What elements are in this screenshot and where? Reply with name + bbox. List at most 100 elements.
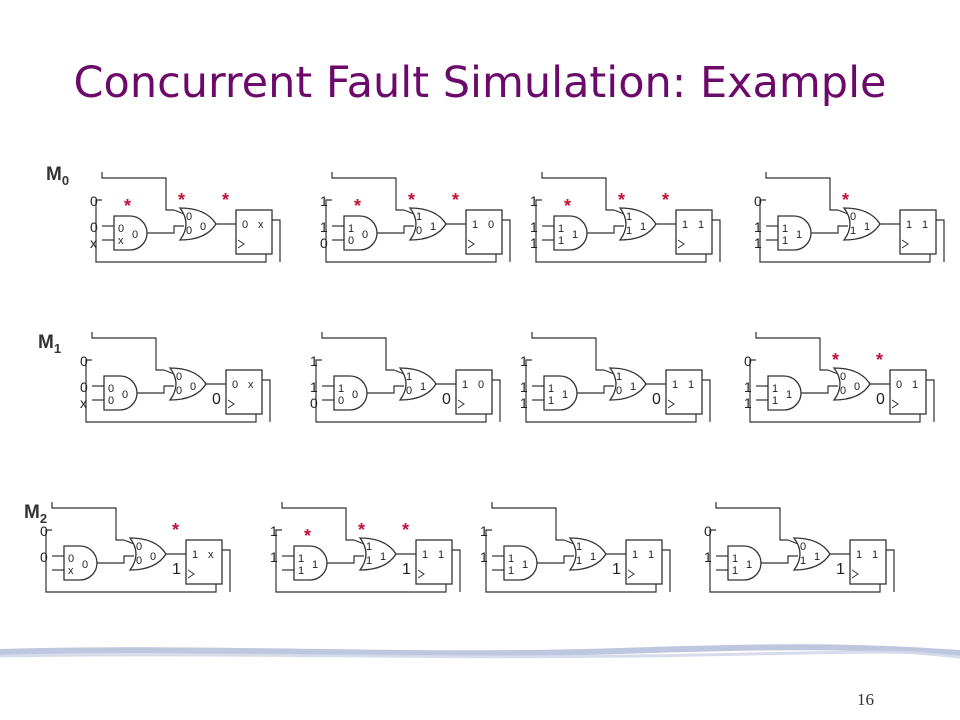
and-input-value: 1 bbox=[298, 553, 304, 565]
or-input-wire bbox=[603, 369, 615, 375]
or-gate bbox=[358, 537, 397, 571]
or-top-input-wire bbox=[91, 332, 164, 371]
fault-marker-icon: * bbox=[564, 196, 571, 216]
flip-flop bbox=[455, 369, 493, 415]
flip-flop-value: 1 bbox=[688, 379, 694, 391]
or-input-value: 1 bbox=[416, 211, 422, 223]
primary-input-value: 1 bbox=[704, 549, 712, 565]
flip-flop bbox=[185, 539, 223, 585]
machine-label: M0 bbox=[46, 164, 69, 188]
fault-marker-icon: * bbox=[124, 196, 131, 216]
ff-output-wire bbox=[702, 379, 711, 422]
clock-marker-icon bbox=[467, 239, 475, 249]
fault-marker-icon: * bbox=[662, 190, 669, 210]
clock-marker-icon bbox=[667, 399, 675, 409]
and-gate bbox=[727, 545, 762, 581]
machine-label-subscript: 2 bbox=[40, 511, 47, 526]
or-gate bbox=[408, 207, 447, 241]
or-top-input-wire bbox=[281, 502, 354, 541]
flip-flop-value: 0 bbox=[232, 379, 238, 391]
and-gate bbox=[777, 215, 812, 251]
or-top-input-wire bbox=[331, 172, 404, 211]
flip-flop bbox=[625, 539, 663, 585]
primary-input-value: 1 bbox=[744, 395, 752, 411]
or-top-input-wire bbox=[321, 332, 394, 371]
and-to-or-wire bbox=[537, 555, 574, 564]
flip-flop-value: 1 bbox=[462, 379, 468, 391]
and-output-value: 1 bbox=[312, 559, 318, 571]
or-gate bbox=[168, 367, 207, 401]
or-gate bbox=[568, 537, 607, 571]
and-input-value: 1 bbox=[548, 383, 554, 395]
flip-flop-value: 1 bbox=[682, 219, 688, 231]
or-output-value: 1 bbox=[630, 381, 636, 393]
or-gate bbox=[832, 367, 871, 401]
and-output-value: 0 bbox=[362, 229, 368, 241]
flip-flop-value: 1 bbox=[912, 379, 918, 391]
node-value: 0 bbox=[212, 391, 221, 408]
primary-input-value: 0 bbox=[754, 193, 762, 209]
or-output-value: 1 bbox=[640, 221, 646, 233]
flip-flop-value: 0 bbox=[242, 219, 248, 231]
and-gate bbox=[343, 215, 378, 251]
fault-marker-icon: * bbox=[408, 190, 415, 210]
primary-input-value: 1 bbox=[754, 235, 762, 251]
and-gate bbox=[63, 545, 98, 581]
and-input-value: 0 bbox=[108, 395, 114, 407]
fault-marker-icon: * bbox=[354, 196, 361, 216]
and-to-or-wire bbox=[327, 555, 364, 564]
ff-output-wire bbox=[262, 379, 271, 422]
primary-input-value: 1 bbox=[320, 219, 328, 235]
and-input-value: 1 bbox=[772, 383, 778, 395]
ff-output-wire bbox=[712, 219, 721, 262]
and-input-value: 0 bbox=[348, 235, 354, 247]
primary-input-value: 0 bbox=[320, 235, 328, 251]
clock-marker-icon bbox=[901, 239, 909, 249]
and-output-value: 1 bbox=[796, 229, 802, 241]
and-input-value: 1 bbox=[782, 223, 788, 235]
or-input-wire bbox=[403, 209, 415, 215]
or-input-value: 0 bbox=[136, 555, 142, 567]
flip-flop bbox=[899, 209, 937, 255]
clock-marker-icon bbox=[417, 569, 425, 579]
or-gate bbox=[618, 207, 657, 241]
flip-flop bbox=[225, 369, 263, 415]
primary-input-value: x bbox=[90, 235, 97, 251]
or-input-value: 1 bbox=[366, 541, 372, 553]
or-input-value: 1 bbox=[800, 555, 806, 567]
fault-marker-icon: * bbox=[178, 190, 185, 210]
clock-marker-icon bbox=[891, 399, 899, 409]
node-value: 0 bbox=[876, 391, 885, 408]
fault-marker-icon: * bbox=[172, 520, 179, 540]
and-gate bbox=[767, 375, 802, 411]
ff-output-wire bbox=[492, 379, 501, 422]
or-input-value: 0 bbox=[840, 371, 846, 383]
fault-marker-icon: * bbox=[618, 190, 625, 210]
and-gate bbox=[113, 215, 148, 251]
or-input-value: 0 bbox=[136, 541, 142, 553]
flip-flop bbox=[849, 539, 887, 585]
and-gate bbox=[503, 545, 538, 581]
and-gate bbox=[333, 375, 368, 411]
primary-input-value: 0 bbox=[40, 549, 48, 565]
and-to-or-wire bbox=[761, 555, 798, 564]
node-value: 0 bbox=[442, 391, 451, 408]
flip-flop-value: 1 bbox=[438, 549, 444, 561]
primary-input-value: 1 bbox=[754, 219, 762, 235]
or-top-input-wire bbox=[541, 172, 614, 211]
or-input-value: 0 bbox=[176, 371, 182, 383]
or-output-value: 1 bbox=[590, 551, 596, 563]
ff-output-wire bbox=[926, 379, 935, 422]
or-input-value: 1 bbox=[626, 211, 632, 223]
clock-marker-icon bbox=[851, 569, 859, 579]
or-input-value: 1 bbox=[406, 371, 412, 383]
or-input-wire bbox=[173, 209, 185, 215]
or-output-value: 1 bbox=[380, 551, 386, 563]
machine-label-letter: M bbox=[46, 164, 62, 185]
